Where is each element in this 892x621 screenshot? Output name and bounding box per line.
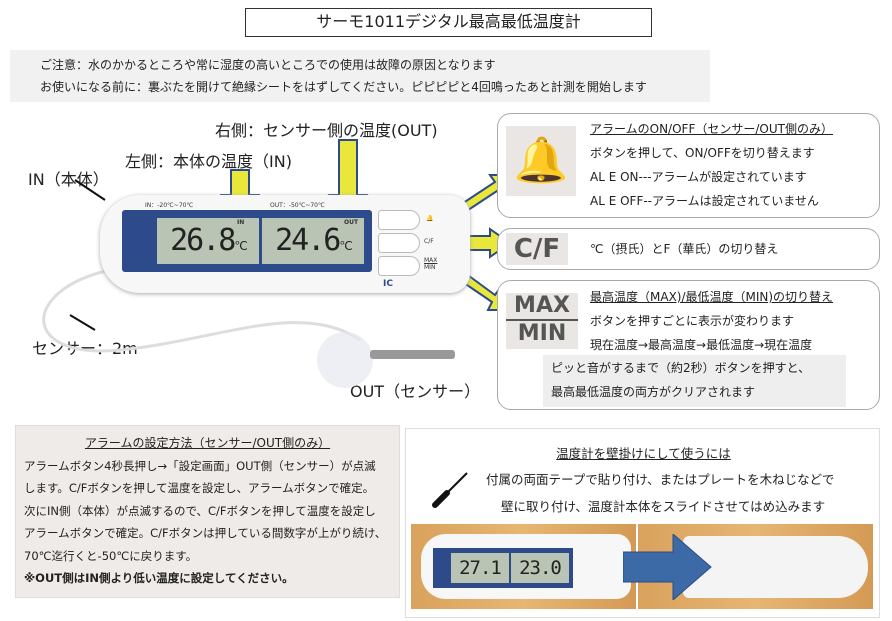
out-tag: OUT xyxy=(344,219,359,226)
alarm-line: AL E ON---アラームが設定されています xyxy=(590,170,807,184)
alarm-setting-box: アラームの設定方法（センサー/OUT側のみ） アラームボタン4秒長押し→「設定画… xyxy=(15,425,400,598)
label-out-sensor: OUT（センサー） xyxy=(350,382,481,401)
out-range: OUT：-50℃~70℃ xyxy=(270,202,325,209)
wall-line: 壁に取り付け、温度計本体をスライドさせてはめ込みます xyxy=(501,499,826,514)
clear-note: ピッと音がするまで（約2秒）ボタンを押すと、 最高最低温度の両方がクリアされます xyxy=(543,355,846,407)
arrow-in-body xyxy=(74,179,106,201)
max-icon-text: MAX xyxy=(506,293,578,321)
clear-note-line: ピッと音がするまで（約2秒）ボタンを押すと、 xyxy=(551,361,811,375)
out-unit: ℃ xyxy=(339,239,353,253)
in-unit: ℃ xyxy=(234,239,248,253)
arrow-sensor xyxy=(69,314,96,331)
label-in-body: IN（本体） xyxy=(28,170,109,189)
notice-box: ご注意：水のかかるところや常に湿度の高いところでの使用は故障の原因となります お… xyxy=(10,50,710,102)
alarm-heading: アラームのON/OFF（センサー/OUT側のみ） xyxy=(590,122,833,136)
cf-icon: C/F xyxy=(506,233,568,265)
out-temp: 24.6 xyxy=(275,223,341,258)
thermometer-device: IN：-20℃~70℃ OUT：-50℃~70℃ 26.8℃ IN 24.6℃ … xyxy=(100,195,470,293)
sensor-cable xyxy=(42,268,361,353)
alarm-info-box: 🔔 アラームのON/OFF（センサー/OUT側のみ） ボタンを押して、ON/OF… xyxy=(497,113,880,218)
cf-info-box: C/F ℃（摂氏）とF（華氏）の切り替え xyxy=(497,228,880,270)
alarm-setting-line: アラームボタンで確定。C/Fボタンは押している間数字が上がり続け、 xyxy=(24,526,387,540)
bell-icon: 🔔 xyxy=(426,215,434,222)
cf-button[interactable] xyxy=(378,233,420,253)
in-tag: IN xyxy=(237,219,245,226)
alarm-line: AL E OFF--アラームは設定されていません xyxy=(590,194,819,208)
alarm-setting-line: 次にIN側（本体）が点滅するので、C/Fボタンを押して温度を設定し xyxy=(24,503,376,518)
label-left-in: 左側：本体の温度（IN) xyxy=(125,152,292,171)
label-sensor: センサー：2m xyxy=(32,339,138,358)
maxmin-heading: 最高温度（MAX)/最低温度（MIN)の切り替え xyxy=(590,290,834,304)
in-range: IN：-20℃~70℃ xyxy=(145,202,194,209)
max-label: MAX xyxy=(424,257,438,264)
lcd-frame-small: 27.1 23.0 xyxy=(433,548,573,588)
screwdriver-icon xyxy=(432,472,468,508)
wall-mount-box: 温度計を壁掛けにして使うには 付属の両面テープで貼り付け、またはプレートを木ねじ… xyxy=(405,428,880,618)
wall-plate-photo xyxy=(623,524,873,609)
wall-plate xyxy=(683,536,868,598)
right-arrow-icon xyxy=(623,534,712,600)
alarm-setting-line: します。C/Fボタンを押して温度を設定し、アラームボタンで確定。 xyxy=(24,481,375,495)
notice-before-use: お使いになる前に：裏ぶたを開けて絶縁シートをはずしてください。ピピピピと4回鳴っ… xyxy=(40,80,647,94)
wall-heading: 温度計を壁掛けにして使うには xyxy=(556,446,731,461)
thermometer-photo: 27.1 23.0 xyxy=(411,524,636,609)
cf-label: C/F xyxy=(424,238,434,245)
notice-caution: ご注意：水のかかるところや常に湿度の高いところでの使用は故障の原因となります xyxy=(40,58,496,72)
lcd-out: 24.6℃ xyxy=(262,218,364,264)
clear-note-line: 最高最低温度の両方がクリアされます xyxy=(551,385,756,399)
wall-out-temp: 23.0 xyxy=(511,553,569,583)
label-right-out: 右側：センサー側の温度(OUT) xyxy=(215,121,438,140)
alarm-line: ボタンを押して、ON/OFFを切り替えます xyxy=(590,146,815,160)
min-label: MIN xyxy=(424,264,436,271)
in-temp: 26.8 xyxy=(170,223,236,258)
cf-text: ℃（摂氏）とF（華氏）の切り替え xyxy=(590,242,779,256)
maxmin-line: 現在温度→最高温度→最低温度→現在温度 xyxy=(590,338,813,352)
alarm-button[interactable] xyxy=(378,210,420,230)
alarm-setting-line: アラームボタン4秒長押し→「設定画面」OUT側（センサー）が点滅 xyxy=(24,458,376,473)
page-title: サーモ1011デジタル最高最低温度計 xyxy=(245,8,652,37)
maxmin-button[interactable] xyxy=(378,256,420,276)
wall-in-temp: 27.1 xyxy=(451,553,509,583)
suction-cup xyxy=(317,332,373,388)
min-icon-text: MIN xyxy=(517,321,567,346)
sensor-probe xyxy=(370,350,455,359)
bell-icon: 🔔 xyxy=(506,126,576,196)
maxmin-line: ボタンを押すごとに表示が変わります xyxy=(590,314,795,328)
alarm-setting-heading: アラームの設定方法（センサー/OUT側のみ） xyxy=(84,436,331,450)
lcd-frame: 26.8℃ IN 24.6℃ OUT xyxy=(122,210,372,272)
wall-line: 付属の両面テープで貼り付け、またはプレートを木ねじなどで xyxy=(486,472,835,487)
brand-logo: IC xyxy=(383,279,393,289)
thermometer-small: 27.1 23.0 xyxy=(421,534,631,599)
lcd-in: 26.8℃ xyxy=(157,218,259,264)
alarm-setting-warning: ※OUT側はIN側より低い温度に設定してください。 xyxy=(24,571,294,585)
alarm-setting-line: 70℃迄行くと-50℃に戻ります。 xyxy=(24,548,198,563)
